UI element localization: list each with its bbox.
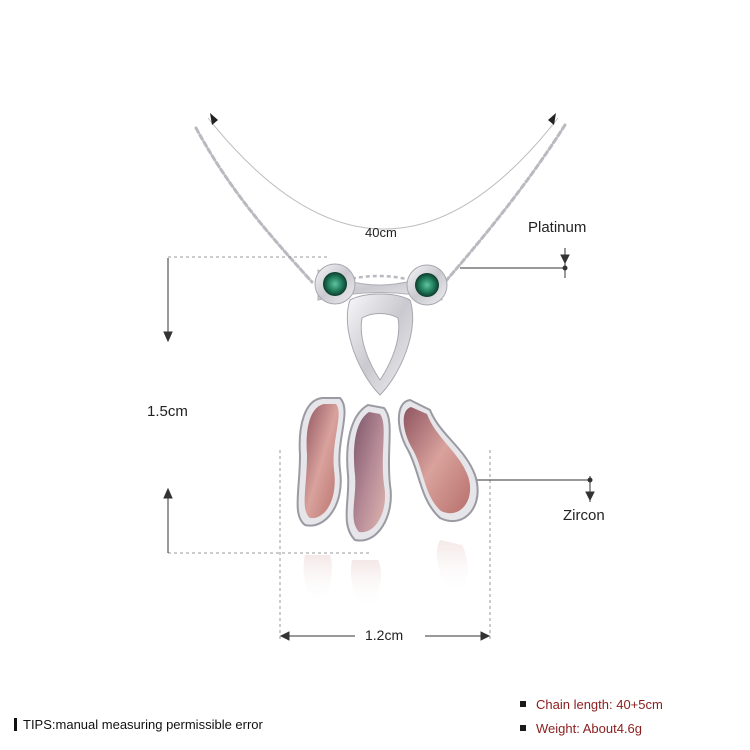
chain-length-arc: [207, 117, 559, 230]
bullet-square-icon: [520, 725, 526, 731]
width-label: 1.2cm: [365, 627, 404, 643]
arc-arrow-left: [210, 113, 218, 125]
chain-center: [344, 274, 411, 282]
spec-item: Weight: About4.6g: [520, 721, 642, 736]
tips-bar-icon: [14, 718, 17, 731]
tips-note: TIPS:manual measuring permissible error: [14, 717, 263, 732]
chain-left: [194, 126, 314, 284]
spec-weight: Weight: About4.6g: [536, 721, 643, 736]
stone-left: [296, 397, 346, 527]
bullet-square-icon: [520, 701, 526, 707]
stone-middle: [345, 403, 392, 542]
chain-right: [443, 123, 567, 284]
arc-arrow-right: [548, 113, 556, 125]
chain-arc-length-label: 40cm: [365, 225, 397, 240]
tips-text: TIPS:manual measuring permissible error: [23, 717, 263, 732]
stone-label: Zircon: [563, 507, 605, 524]
material-label: Platinum: [528, 219, 587, 236]
eye-stone-right: [415, 273, 439, 297]
pendant-loop: [346, 293, 414, 396]
spec-item: Chain length: 40+5cm: [520, 697, 663, 712]
height-label: 1.5cm: [147, 403, 188, 420]
pendant-reflection: [303, 540, 468, 610]
spec-chain-length: Chain length: 40+5cm: [536, 697, 663, 712]
eye-stone-left: [323, 272, 347, 296]
stone-right: [397, 398, 479, 523]
